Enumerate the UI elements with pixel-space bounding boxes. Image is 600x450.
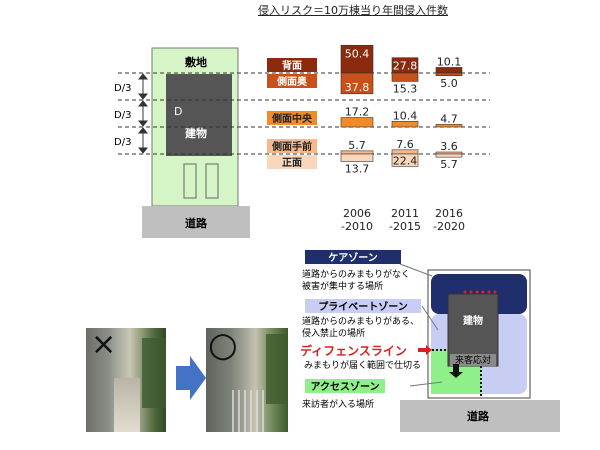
value-side-front: 3.6 [440,140,458,153]
zone-label-side-rear: 側面奥 [276,75,308,88]
care-connector [399,263,433,277]
bar-side-center [340,117,374,128]
access-zone-tag [305,379,385,393]
door-left [183,163,197,199]
value-back: 50.4 [345,47,370,60]
value-front: 5.7 [440,158,458,171]
good-mark: ○ [208,325,238,365]
d3-label-2: D/3 [114,110,131,121]
care-zone-desc-1: 道路からのみまもりがなく [302,268,410,280]
private-zone-desc-2: 侵入禁止の場所 [302,327,365,339]
zone-label-side-rear-bg [267,74,317,88]
bar-front [340,153,374,162]
category-label: -2015 [389,220,421,233]
zone-building-label: 建物 [462,314,483,327]
zone-label-side-center-bg [267,111,317,125]
value-side-center: 17.2 [345,106,370,119]
care-zone-desc-2: 被害が集中する場所 [302,280,383,292]
access-connector [409,381,443,387]
zone-diagram: 建物 来客応対 道路 ケアゾーン 道路からのみまもりがなく 被害が集中する場所 … [300,250,560,432]
value-back: 27.8 [393,60,418,73]
private-zone-title: プライベートゾーン [318,300,408,313]
bar-front [435,153,463,158]
care-zone-title: ケアゾーン [328,251,378,264]
photo-bad-path [86,328,166,432]
bar-front [391,153,419,167]
zone-site-outline [427,269,531,399]
bar-side-center [391,120,419,128]
road-block [142,206,250,238]
value-side-front: 7.6 [396,138,414,151]
value-side-center: 4.7 [440,112,458,125]
value-back: 10.1 [437,55,462,68]
d3-label-1: D/3 [114,83,131,94]
defense-line-desc: みまもりが届く範囲で仕切る [304,359,421,371]
category-label: -2020 [433,220,465,233]
value-side-rear: 5.0 [440,77,458,90]
zone-label-back-bg [267,58,317,72]
zone-label-side-front: 側面手前 [271,140,312,153]
risk-diagram: 敷地 D 建物 道路 D/3 D/3 D/3 背面 側面奥 側面中央 側面手前 … [114,44,490,238]
d3-arrows [137,73,149,154]
category-label: -2010 [341,220,373,233]
zone-road-label: 道路 [467,409,490,423]
defense-line-title: ディフェンスライン [300,343,407,358]
door-right [205,163,219,199]
building-block [166,74,232,156]
bad-mark: × [91,327,117,362]
photo-good-path [206,328,288,432]
value-front: 13.7 [345,163,370,176]
defense-arrow-icon [418,345,432,355]
building-label: 建物 [185,126,207,140]
visitor-label: 来客応対 [455,354,491,366]
bar-side-rear [391,72,419,82]
private-connector [421,305,439,331]
site-label: 敷地 [185,55,207,69]
bar-back [340,44,374,74]
bar-side-center [435,124,463,128]
road-label: 道路 [185,216,208,230]
building-d-label: D [174,105,182,118]
private-zone-desc-1: 道路からのみまもりがある、 [302,315,419,327]
risk-bars: 50.4 37.8 17.2 5.7 13.7 2006-2010 27.8 15.3 10.4… [340,44,465,233]
d3-label-3: D/3 [114,137,131,148]
zone-label-back: 背面 [282,59,302,72]
zone-road [400,400,560,432]
zone-label-front-bg [267,155,317,169]
private-zone-tag [305,299,421,313]
zone-label-side-center: 側面中央 [271,112,313,125]
value-side-rear: 15.3 [393,82,418,95]
access-zone-desc: 来訪者が入る場所 [302,398,374,410]
value-front: 22.4 [393,154,418,167]
visitor-box [450,354,496,366]
care-zone-tag [305,250,401,264]
value-side-front: 5.7 [348,139,366,152]
value-side-center: 10.4 [393,109,418,122]
entrance-arrow-icon [449,364,463,378]
risk-chart-title: 侵入リスク＝10万棟当り年間侵入件数 [258,4,448,17]
bar-side-rear [435,72,463,77]
arrow-right-icon [176,356,206,400]
bar-side-rear [340,72,374,95]
category-label: 2016 [435,207,463,220]
value-side-rear: 37.8 [345,81,370,94]
category-label: 2011 [391,207,419,220]
red-dots [463,290,497,294]
access-zone-title: アクセスゾーン [311,380,380,393]
category-label: 2006 [343,207,371,220]
zone-label-front: 正面 [282,157,302,169]
zone-label-side-front-bg [267,139,317,153]
